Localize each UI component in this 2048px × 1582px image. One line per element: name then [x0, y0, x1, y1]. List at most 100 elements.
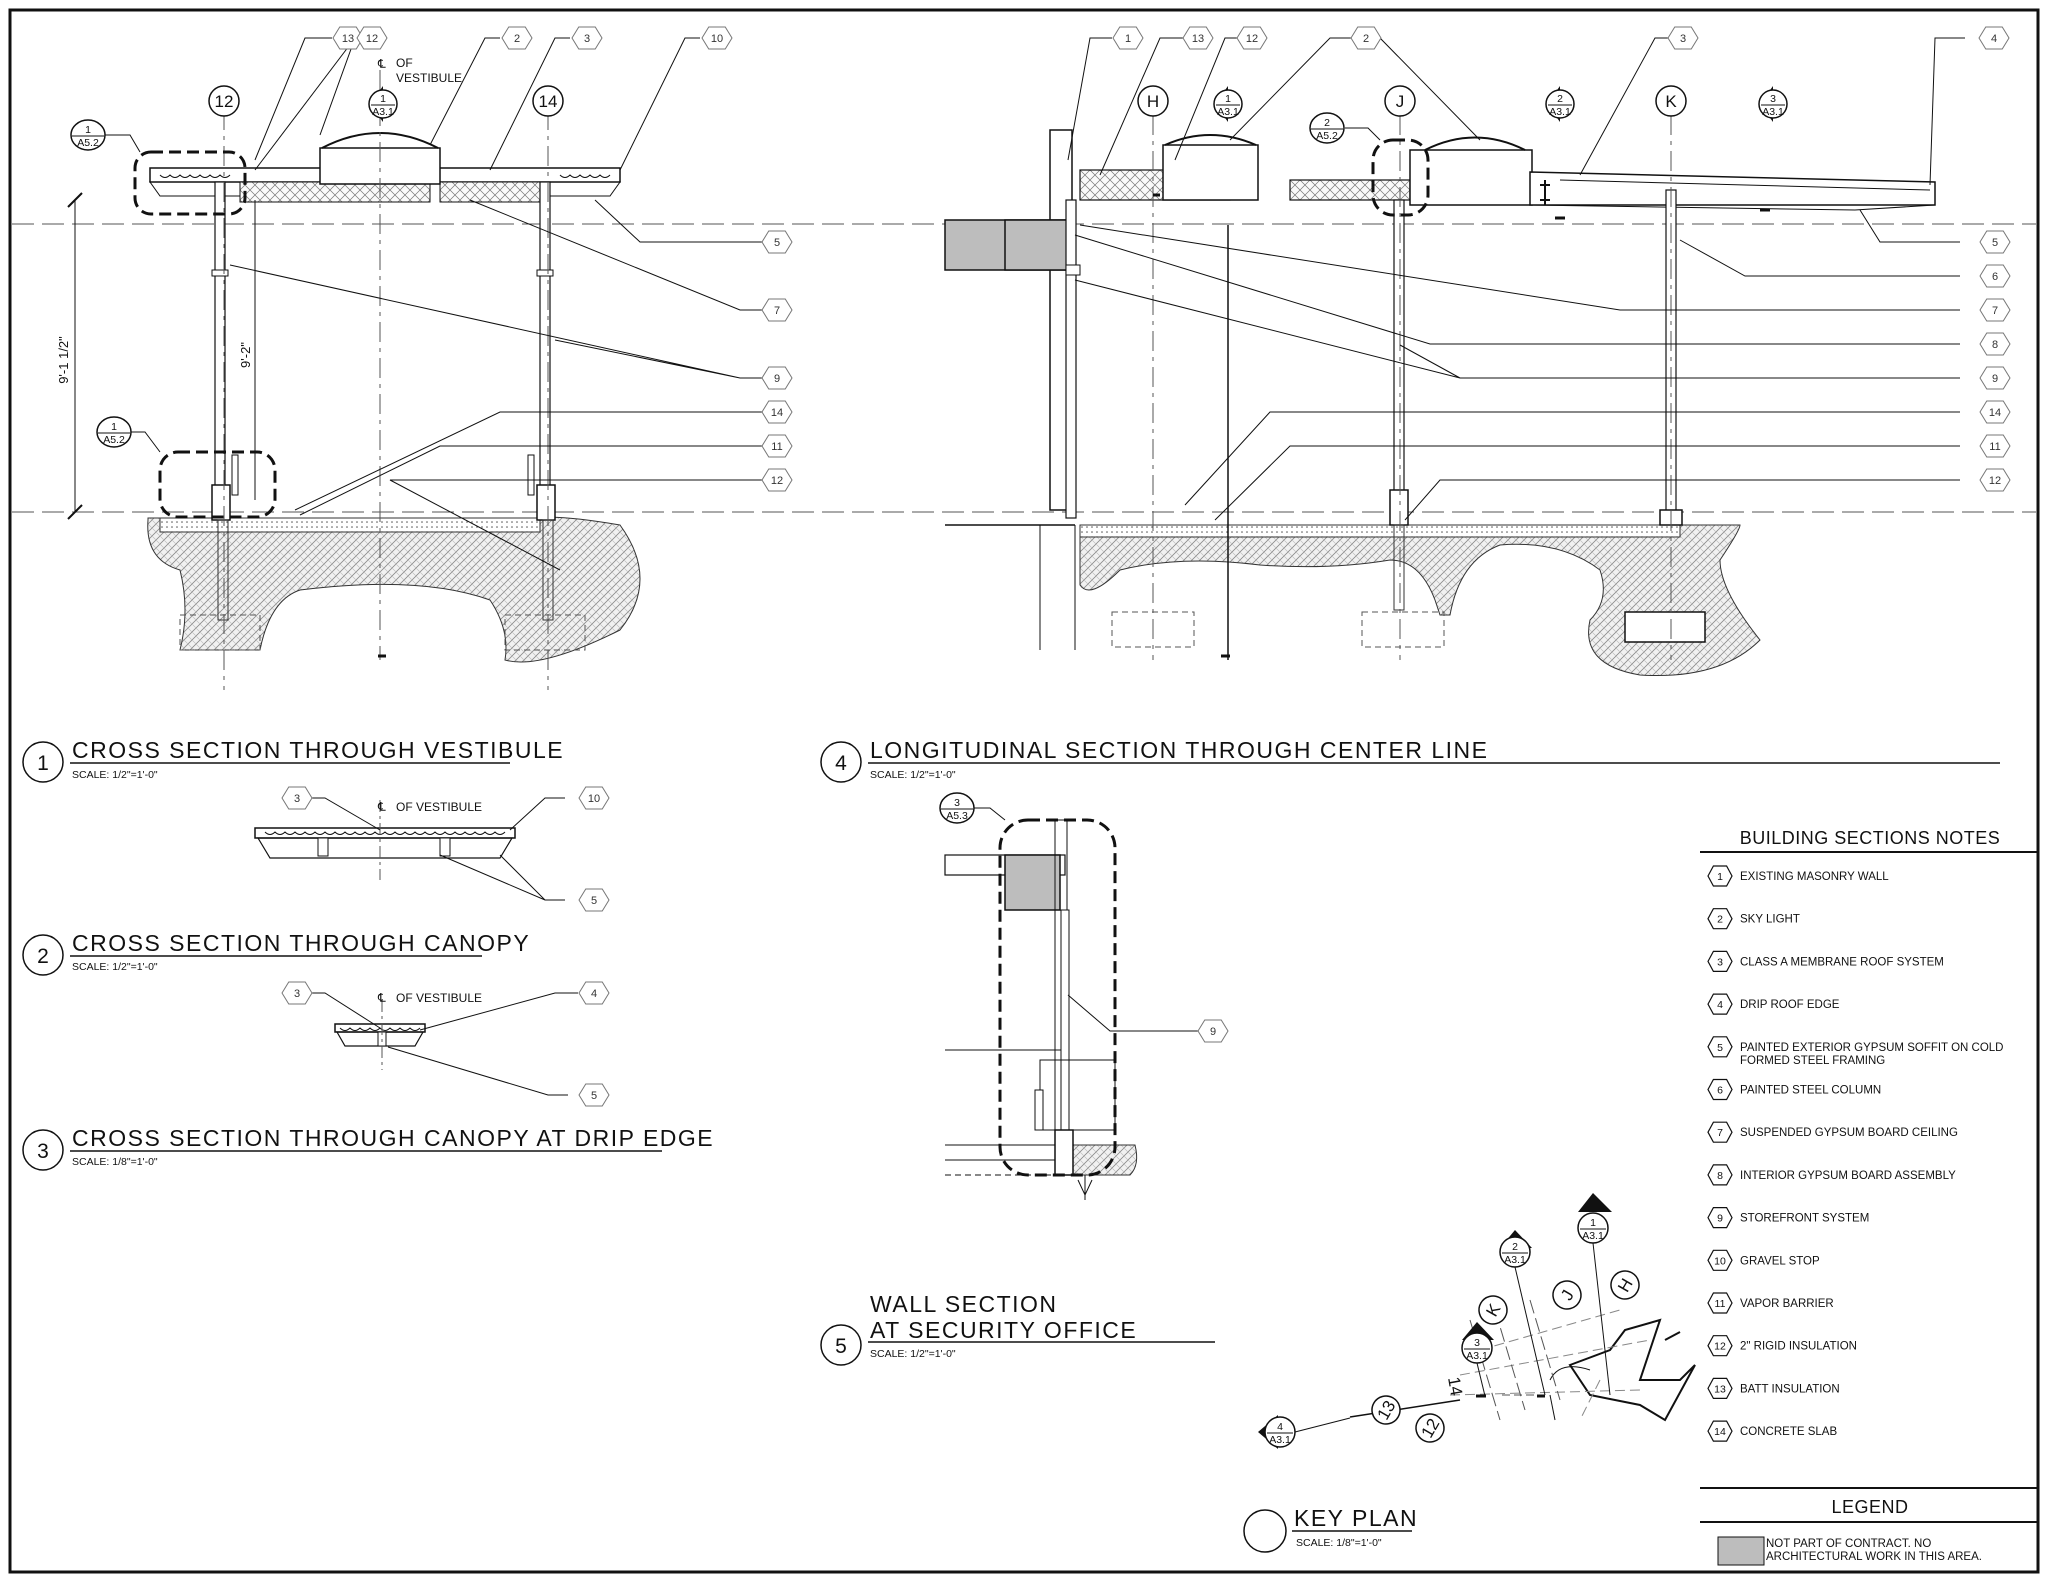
grid-bubble-label: K: [1665, 92, 1677, 111]
section-mark: 4 A3.1: [1258, 1415, 1351, 1449]
note-number: 10: [1714, 1255, 1726, 1267]
section-title-text: CROSS SECTION THROUGH CANOPY: [72, 930, 530, 956]
note-tag-label: 4: [591, 988, 597, 1000]
section-title-number: 3: [37, 1140, 49, 1163]
note-tag: 4: [1978, 26, 2010, 50]
dimension-overall: 9'-1 1/2": [56, 336, 71, 384]
section-scale: SCALE: 1/8"=1'-0": [1296, 1537, 1382, 1549]
note-number: 8: [1717, 1170, 1723, 1182]
note-tag: 9: [1979, 366, 2011, 390]
note-tag-label: 10: [588, 793, 600, 805]
section-mark-num: 2: [1512, 1241, 1518, 1253]
note-tag-label: 11: [771, 441, 782, 453]
detail-ref: 1 A5.2: [96, 416, 132, 448]
grid-bubble: 12: [1415, 1413, 1445, 1443]
note-tag-label: 9: [1992, 373, 1998, 385]
note-number: 14: [1714, 1426, 1726, 1438]
section-title-4: 4 LONGITUDINAL SECTION THROUGH CENTER LI…: [820, 737, 2000, 783]
section-mark-sheet: A3.1: [1762, 106, 1784, 118]
note-tag: 3: [571, 26, 603, 50]
note-tag-label: 13: [342, 33, 354, 45]
note-text: CLASS A MEMBRANE ROOF SYSTEM: [1740, 956, 1944, 968]
detail-ref-num: 3: [954, 797, 960, 809]
note-number: 5: [1717, 1042, 1723, 1054]
section-mark-sheet: A3.1: [1217, 106, 1239, 118]
note-tag: 13: [332, 26, 364, 50]
detail-ref-num: 2: [1324, 117, 1330, 129]
centerline-label: OF: [396, 56, 413, 70]
section-mark: 3 A3.1: [1461, 1322, 1494, 1397]
section-title-key-plan: KEY PLAN SCALE: 1/8"=1'-0": [1243, 1505, 1417, 1553]
section-scale: SCALE: 1/2"=1'-0": [870, 1348, 956, 1360]
note-number: 7: [1717, 1127, 1723, 1139]
section-1-drawing: [67, 70, 641, 690]
note-number: 6: [1717, 1085, 1723, 1097]
section-title-5: 5 WALL SECTION AT SECURITY OFFICE SCALE:…: [820, 1291, 1215, 1366]
note-tag: 10: [578, 786, 610, 810]
note-tag-label: 6: [1992, 271, 1998, 283]
note-tag-label: 3: [294, 988, 300, 1000]
note-text: SUSPENDED GYPSUM BOARD CEILING: [1740, 1127, 1958, 1139]
note-tag-label: 1: [1125, 33, 1131, 45]
section-2-drawing: [254, 800, 516, 880]
note-tag: 3: [1667, 26, 1699, 50]
note-number: 11: [1715, 1298, 1726, 1310]
note-text: CONCRETE SLAB: [1740, 1426, 1837, 1438]
section-mark-sheet: A3.1: [1549, 106, 1571, 118]
note-number: 4: [1717, 999, 1723, 1011]
note-text: EXISTING MASONRY WALL: [1740, 871, 1889, 883]
grid-bubble: 14: [532, 85, 564, 117]
note-tag: 4: [578, 981, 610, 1005]
note-tag: 11: [761, 434, 793, 458]
note-tag: 14: [761, 400, 793, 424]
detail-ref-sheet: A5.3: [946, 810, 968, 822]
section-mark: 3 A3.1: [1758, 86, 1788, 122]
note-tag: 13: [1182, 26, 1214, 50]
section-title-2: 2 CROSS SECTION THROUGH CANOPY SCALE: 1/…: [22, 930, 530, 976]
sheet-border: [8, 8, 2040, 1574]
note-tag-label: 14: [1989, 407, 2001, 419]
annotations: ℄ OF VESTIBULE ℄ OF VESTIBULE ℄ OF VESTI…: [56, 56, 482, 1005]
centerline-label: OF VESTIBULE: [396, 800, 482, 814]
section-mark-sheet: A3.1: [1466, 1350, 1488, 1362]
grid-bubble-label: 12: [215, 92, 234, 111]
detail-ref-sheet: A5.2: [1316, 130, 1338, 142]
centerline-label: OF VESTIBULE: [396, 991, 482, 1005]
note-tag: 12: [1979, 468, 2011, 492]
note-tag: 8: [1979, 332, 2011, 356]
section-5-drawing: [944, 818, 1138, 1200]
note-tag-label: 11: [1989, 441, 2000, 453]
grid-bubble: K: [1478, 1295, 1508, 1325]
section-title-1: 1 CROSS SECTION THROUGH VESTIBULE SCALE:…: [22, 737, 564, 783]
section-mark-num: 1: [1590, 1217, 1596, 1229]
dimension-clear: 9'-2": [238, 342, 253, 368]
note-text: STOREFRONT SYSTEM: [1740, 1213, 1869, 1225]
detail-ref: 3 A5.3: [939, 792, 975, 824]
grid-bubble: 13: [1371, 1395, 1401, 1425]
section-mark-sheet: A3.1: [1582, 1230, 1604, 1242]
note-text: 2" RIGID INSULATION: [1740, 1341, 1857, 1353]
section-mark: 2 A3.1: [1499, 1230, 1546, 1396]
note-tag: 11: [1979, 434, 2011, 458]
note-tag-label: 12: [771, 475, 783, 487]
note-tag: 2: [501, 26, 533, 50]
note-tag-label: 2: [1363, 33, 1369, 45]
note-text: DRIP ROOF EDGE: [1740, 999, 1840, 1011]
note-tag-label: 9: [774, 373, 780, 385]
section-title-text: CROSS SECTION THROUGH VESTIBULE: [72, 737, 564, 763]
note-tag-label: 2: [514, 33, 520, 45]
note-tag: 7: [761, 298, 793, 322]
section-mark-num: 2: [1557, 93, 1563, 105]
note-tag-label: 3: [294, 793, 300, 805]
note-tag: 7: [1979, 298, 2011, 322]
note-tag-label: 5: [591, 1090, 597, 1102]
section-title-number: 4: [835, 752, 847, 775]
section-mark: 1 A3.1: [368, 86, 398, 122]
grid-bubble: J: [1384, 85, 1416, 117]
note-tag: 5: [578, 1083, 610, 1107]
